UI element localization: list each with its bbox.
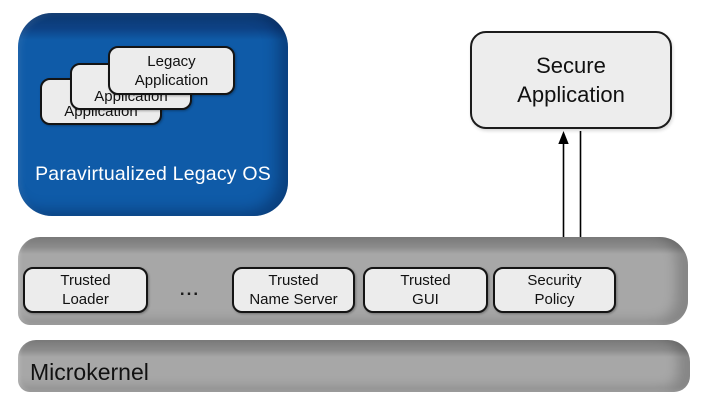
secure-application-box: Secure Application	[470, 31, 672, 129]
microkernel-bar: Microkernel	[18, 340, 690, 392]
trusted-components-bar: Trusted Loader ... Trusted Name Server T…	[18, 237, 688, 325]
paravirtualized-legacy-os-block: Legacy Application Legacy Application Le…	[18, 13, 288, 216]
trusted-loader-box: Trusted Loader	[23, 267, 148, 313]
legacy-application-box-front: Legacy Application	[108, 46, 235, 95]
paravirtualized-legacy-os-label: Paravirtualized Legacy OS	[35, 163, 271, 185]
security-policy-box: Security Policy	[493, 267, 616, 313]
trusted-gui-box: Trusted GUI	[363, 267, 488, 313]
microkernel-label: Microkernel	[30, 359, 149, 385]
ellipsis-label: ...	[179, 280, 201, 299]
trusted-name-server-box: Trusted Name Server	[232, 267, 355, 313]
